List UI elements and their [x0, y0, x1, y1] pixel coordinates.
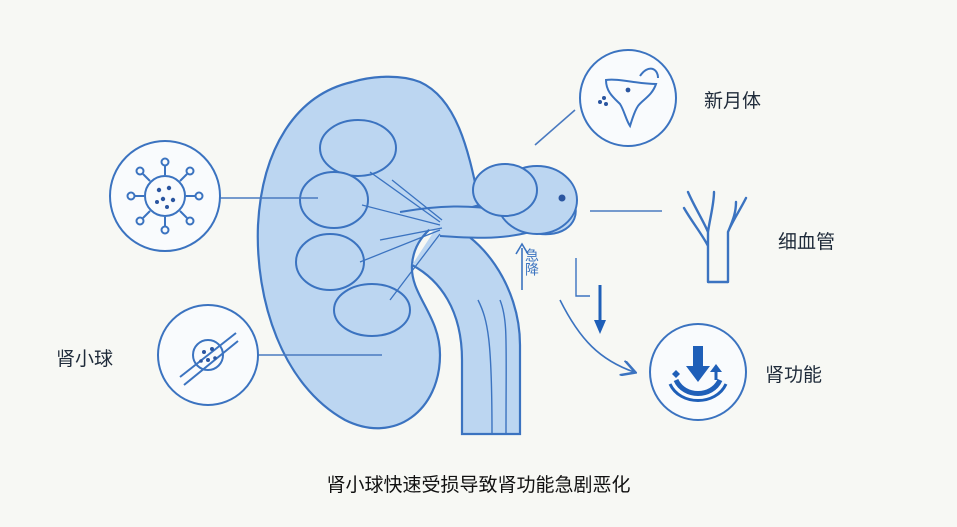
glomerulus-label: 肾小球 — [56, 348, 114, 370]
crescent-label: 新月体 — [704, 90, 762, 112]
capillary-label: 细血管 — [778, 231, 836, 253]
glomerulus-icon — [157, 304, 259, 406]
kidney — [256, 75, 578, 436]
leader-lines — [218, 109, 662, 356]
capillary-icon — [682, 190, 748, 284]
kidney-function-label: 肾功能 — [765, 364, 823, 386]
cell-icon — [109, 140, 221, 252]
decline-label: 急降 — [523, 248, 539, 276]
decline-arrows — [515, 242, 634, 372]
kidney-function-icon — [649, 323, 747, 421]
crescent-icon — [579, 49, 677, 147]
caption: 肾小球快速受损导致肾功能急剧恶化 — [326, 474, 631, 496]
